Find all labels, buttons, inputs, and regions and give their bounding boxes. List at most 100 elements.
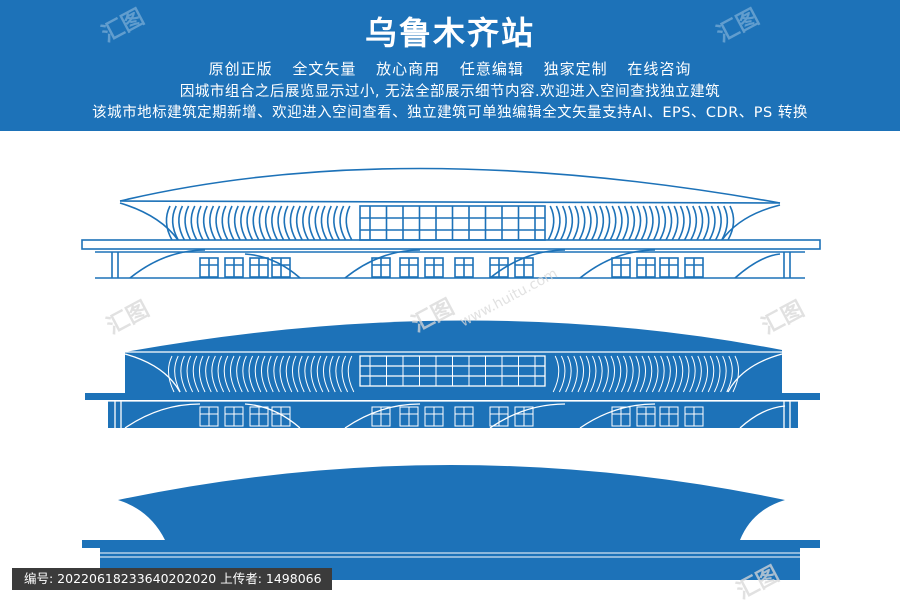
canopy-rib	[242, 355, 249, 393]
canopy-rib	[645, 355, 653, 393]
canopy-rib	[603, 205, 611, 241]
header-banner: 乌鲁木齐站 原创正版 全文矢量 放心商用 任意编辑 独家定制 在线咨询 因城市组…	[0, 0, 900, 131]
canopy-rib	[627, 355, 634, 393]
station-outline-drawing	[81, 167, 821, 279]
window-frame	[200, 258, 218, 277]
window-frame	[272, 407, 290, 426]
canopy-rib	[341, 355, 349, 393]
window-frame	[250, 407, 268, 426]
canopy-rib	[639, 355, 646, 393]
window-frame	[400, 258, 418, 277]
canopy-rib	[676, 355, 684, 393]
canopy-rib	[335, 355, 342, 393]
canopy-rib	[547, 205, 555, 241]
window-frame	[200, 407, 218, 426]
canopy-rib	[726, 355, 733, 393]
canopy-rib	[713, 355, 721, 393]
window-frame	[272, 258, 290, 277]
window-frame	[612, 407, 630, 426]
canopy-rib	[178, 205, 186, 241]
window-frame	[225, 258, 243, 277]
canopy-rib	[165, 205, 173, 241]
canopy-rib	[689, 355, 696, 393]
window-frame	[372, 258, 390, 277]
canopy-rib	[192, 355, 200, 393]
canopy-rib	[558, 355, 566, 393]
canopy-rib	[708, 205, 716, 241]
canopy-rib	[609, 205, 617, 241]
window-frame	[490, 258, 508, 277]
canopy-rib	[589, 355, 597, 393]
canopy-rib	[683, 205, 691, 241]
canopy-rib	[248, 355, 256, 393]
canopy-rib	[696, 205, 704, 241]
canopy-rib	[326, 205, 334, 241]
window-frame	[660, 407, 678, 426]
window-frame	[515, 407, 533, 426]
canopy-rib	[695, 355, 702, 393]
canopy-rib	[682, 355, 690, 393]
window-frame	[425, 407, 443, 426]
station-silhouette	[82, 465, 820, 580]
canopy-rib	[608, 355, 615, 393]
canopy-rib	[559, 205, 567, 241]
feature-tagline: 原创正版 全文矢量 放心商用 任意编辑 独家定制 在线咨询	[208, 60, 692, 78]
canopy-rib	[670, 355, 677, 393]
canopy-rib	[602, 355, 609, 393]
canopy-rib	[690, 205, 698, 241]
window-frame	[612, 258, 630, 277]
canopy-rib	[267, 355, 274, 393]
canopy-rib	[320, 205, 328, 241]
canopy-rib	[566, 205, 574, 241]
station-filled-drawing	[85, 320, 820, 429]
canopy-rib	[633, 355, 640, 393]
canopy-rib	[209, 205, 217, 241]
canopy-rib	[333, 205, 341, 241]
canopy-rib	[264, 205, 272, 241]
canopy-rib	[186, 355, 194, 393]
canopy-rib	[345, 205, 353, 241]
canopy-rib	[295, 205, 303, 241]
window-frame	[685, 258, 703, 277]
canopy-rib	[583, 355, 591, 393]
canopy-rib	[277, 205, 285, 241]
canopy-rib	[701, 355, 708, 393]
canopy-rib	[273, 355, 280, 393]
window-frame	[400, 407, 418, 426]
canopy-rib	[572, 205, 580, 241]
canopy-rib	[707, 355, 715, 393]
canopy-rib	[252, 205, 260, 241]
canopy-rib	[329, 355, 336, 393]
canopy-rib	[254, 355, 262, 393]
canopy-rib	[230, 355, 237, 393]
canopy-rib	[640, 205, 648, 241]
canopy-rib	[671, 205, 679, 241]
canopy-rib	[628, 205, 636, 241]
canopy-rib	[652, 205, 660, 241]
window-frame	[425, 258, 443, 277]
canopy-rib	[233, 205, 241, 241]
canopy-rib	[271, 205, 279, 241]
canopy-rib	[702, 205, 710, 241]
canopy-rib	[217, 355, 225, 393]
canopy-rib	[714, 205, 722, 241]
canopy-rib	[665, 205, 673, 241]
canopy-rib	[184, 205, 192, 241]
canopy-rib	[205, 355, 212, 393]
canopy-rib	[199, 355, 206, 393]
canopy-rib	[577, 355, 584, 393]
canopy-rib	[180, 355, 187, 393]
canopy-rib	[615, 205, 623, 241]
canopy-rib	[283, 205, 291, 241]
window-frame	[455, 258, 473, 277]
canopy-rib	[584, 205, 592, 241]
canopy-rib	[236, 355, 243, 393]
window-frame	[515, 258, 533, 277]
canopy-rib	[292, 355, 299, 393]
canopy-rib	[258, 205, 266, 241]
canopy-rib	[227, 205, 235, 241]
page-title: 乌鲁木齐站	[364, 14, 535, 52]
window-frame	[372, 407, 390, 426]
window-frame	[455, 407, 473, 426]
canopy-rib	[202, 205, 210, 241]
